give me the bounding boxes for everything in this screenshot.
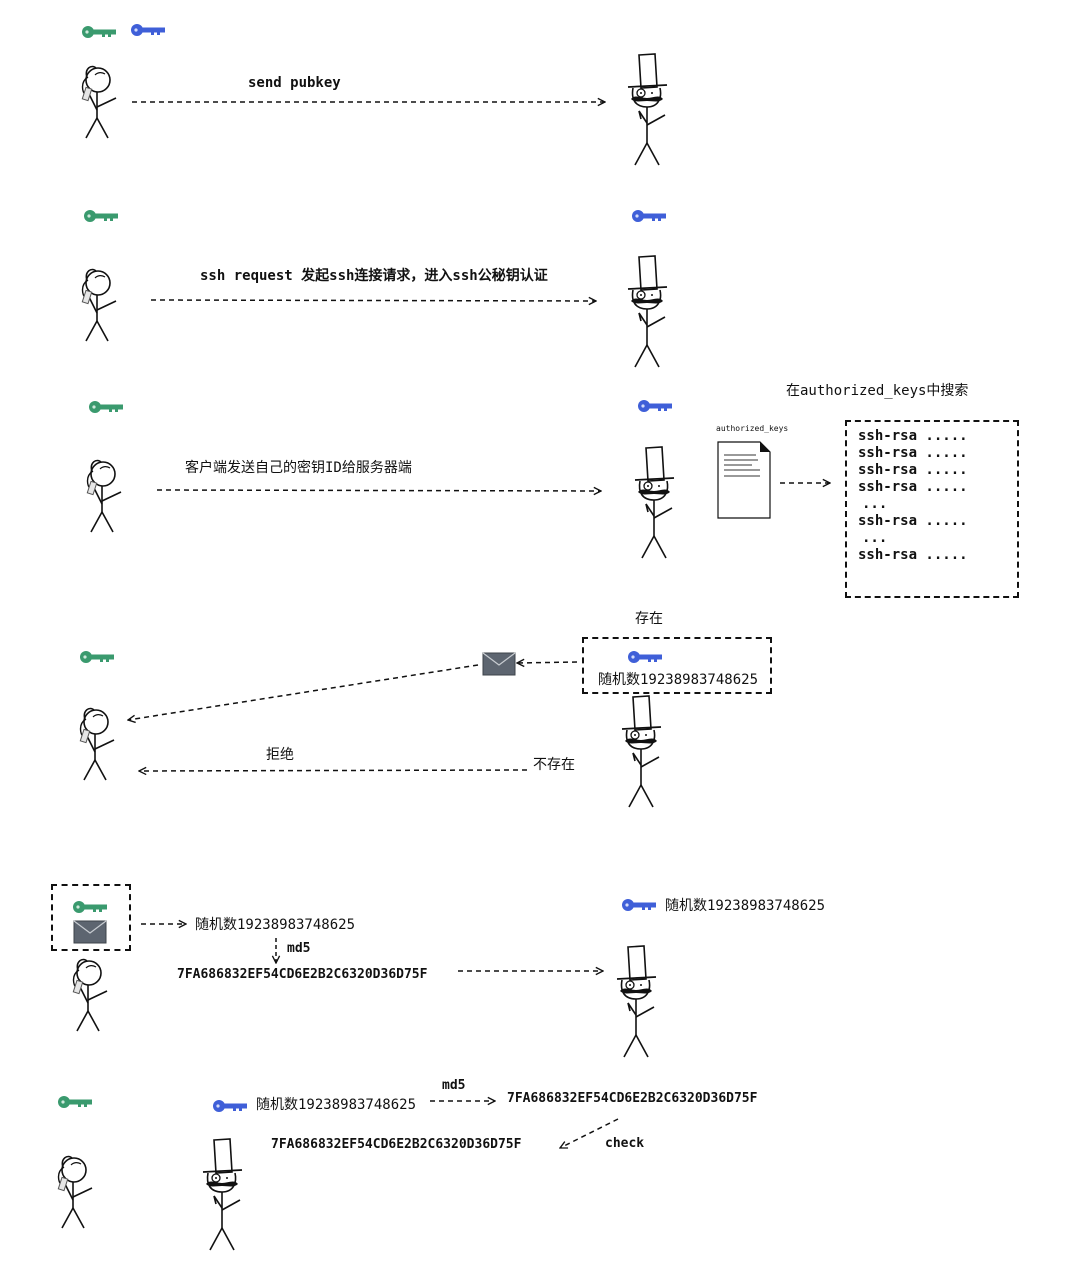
arrow-reject [139, 770, 528, 771]
received-hash-label: 7FA686832EF54CD6E2B2C6320D36D75F [271, 1137, 522, 1152]
stick-figure-client [81, 268, 117, 342]
document-icon [717, 441, 771, 519]
stick-figure-server [621, 695, 662, 808]
client-key-icon [84, 210, 118, 222]
arrow-check [560, 1118, 619, 1148]
authorized-key-entry: ssh-rsa ..... [858, 462, 968, 478]
client-key-icon [82, 26, 116, 38]
client-key-envelope-box [51, 884, 131, 951]
client-key-icon [58, 1096, 92, 1108]
authorized-keys-list-box [845, 420, 1019, 598]
envelope-icon [482, 652, 516, 676]
authorized-key-entry: ssh-rsa ..... [858, 479, 968, 495]
stick-figure-client [57, 1155, 93, 1229]
search-label: 在authorized_keys中搜索 [786, 383, 969, 399]
authorized-key-entry: ... [862, 530, 888, 546]
client-hash-label: 7FA686832EF54CD6E2B2C6320D36D75F [177, 967, 428, 982]
server-key-icon [638, 400, 672, 412]
stick-figure-server [202, 1138, 243, 1251]
server-random-label-2: 随机数19238983748625 [256, 1097, 417, 1113]
server-hash-label: 7FA686832EF54CD6E2B2C6320D36D75F [507, 1091, 758, 1106]
stick-figure-client [86, 459, 122, 533]
check-label: check [605, 1136, 645, 1151]
authorized-keys-entries: ssh-rsa .....ssh-rsa .....ssh-rsa .....s… [858, 428, 968, 564]
send-key-id-label: 客户端发送自己的密钥ID给服务器端 [185, 460, 412, 476]
arrow-ssh-request [150, 300, 596, 301]
ssh-request-label: ssh request 发起ssh连接请求，进入ssh公秘钥认证 [200, 268, 548, 284]
send-pubkey-label: send pubkey [248, 75, 341, 91]
authorized-key-entry: ssh-rsa ..... [858, 445, 968, 461]
not-exists-label: 不存在 [533, 757, 575, 773]
client-key-icon [89, 401, 123, 413]
exists-random-box [582, 637, 772, 694]
stick-figure-client [72, 958, 108, 1032]
stick-figure-server [627, 53, 668, 166]
authorized-key-entry: ssh-rsa ..... [858, 428, 968, 444]
client-key-icon [80, 651, 114, 663]
md5-label: md5 [287, 941, 311, 956]
authorized-key-entry: ... [862, 496, 888, 512]
exists-label: 存在 [635, 611, 663, 627]
arrow-envelope-to-client [128, 664, 479, 720]
arrow-to-envelope [517, 662, 578, 663]
decrypted-random-label: 随机数19238983748625 [195, 917, 356, 933]
md5-label-2: md5 [442, 1078, 466, 1093]
reject-label: 拒绝 [266, 747, 294, 763]
stick-figure-client [81, 65, 117, 139]
stick-figure-client [79, 707, 115, 781]
server-random-label: 随机数19238983748625 [665, 898, 826, 914]
encrypted-random-label: 随机数19238983748625 [598, 672, 759, 688]
server-key-icon [632, 210, 666, 222]
authorized-keys-file-label: authorized_keys [716, 424, 789, 433]
stick-figure-server [616, 945, 657, 1058]
arrow-send-key-id [156, 490, 601, 491]
server-key-icon [622, 899, 656, 911]
server-key-icon [131, 24, 165, 36]
stick-figure-server [627, 255, 668, 368]
authorized-key-entry: ssh-rsa ..... [858, 547, 968, 563]
stick-figure-server [634, 446, 675, 559]
authorized-key-entry: ssh-rsa ..... [858, 513, 968, 529]
server-key-icon [213, 1100, 247, 1112]
